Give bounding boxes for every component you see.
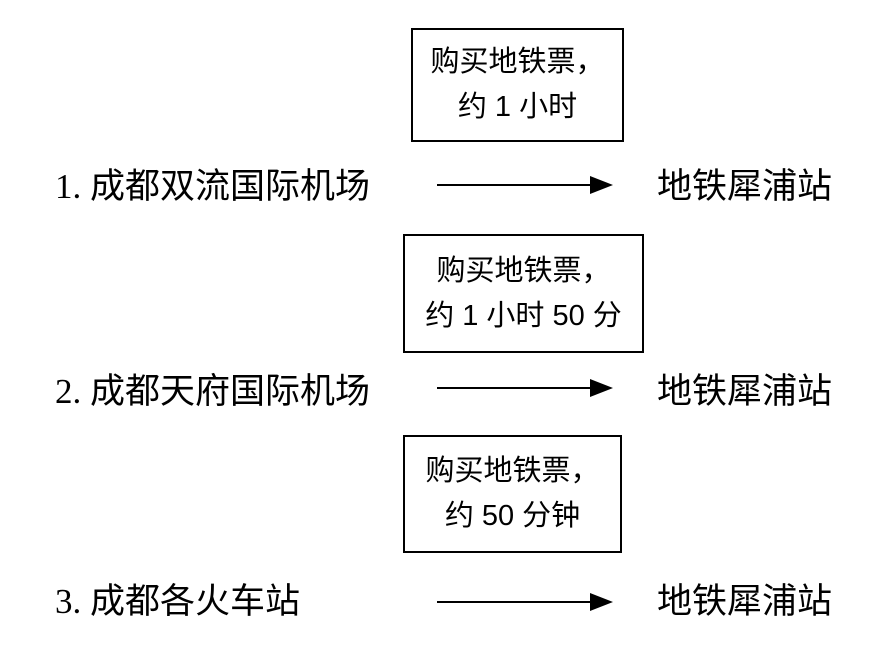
- route-2-origin-label: 2. 成都天府国际机场: [55, 372, 371, 411]
- note-line-1: 购买地铁票，: [436, 254, 611, 287]
- route-3-destination-label: 地铁犀浦站: [657, 582, 833, 621]
- note-line-2: 约 50 分钟: [444, 500, 581, 532]
- note-box-route-2: 购买地铁票， 约 1 小时 50 分: [403, 234, 644, 353]
- note-line-2: 约 1 小时 50 分: [425, 299, 622, 332]
- route-2-destination-label: 地铁犀浦站: [657, 372, 833, 411]
- arrow-right-icon: [437, 379, 613, 397]
- note-line-2: 约 1 小时: [457, 91, 578, 123]
- note-box-route-1: 购买地铁票， 约 1 小时: [411, 28, 624, 142]
- route-3-origin-label: 3. 成都各火车站: [55, 582, 301, 621]
- note-line-1: 购买地铁票，: [430, 46, 605, 78]
- route-1-destination-label: 地铁犀浦站: [657, 167, 833, 206]
- note-line-1: 购买地铁票，: [425, 455, 600, 487]
- arrow-right-icon: [437, 593, 613, 611]
- arrow-right-icon: [437, 176, 613, 194]
- note-box-route-3: 购买地铁票， 约 50 分钟: [403, 435, 622, 553]
- route-1-origin-label: 1. 成都双流国际机场: [55, 167, 371, 206]
